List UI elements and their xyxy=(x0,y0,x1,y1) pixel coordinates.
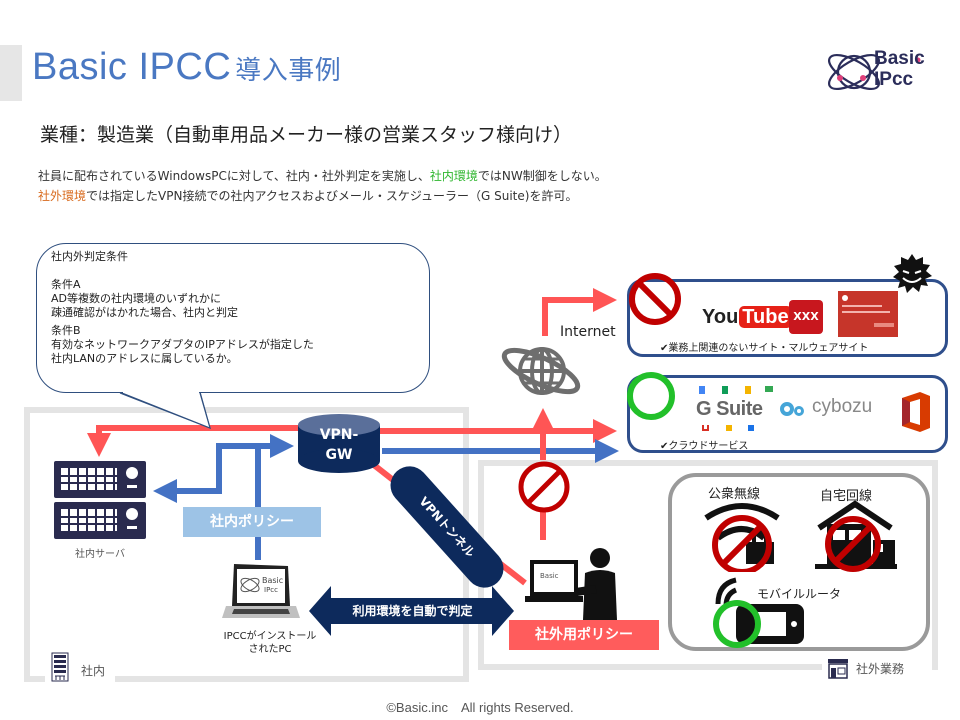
title-main: Basic IPCC xyxy=(32,46,232,88)
mobile-router-icon xyxy=(713,577,804,648)
building-icon xyxy=(51,652,69,682)
auto-detect-label: 利用環境を自動で判定 xyxy=(352,604,473,618)
allowed-services-panel: G Suite cybozu ✔クラウドサービス xyxy=(627,375,948,453)
external-zone-label: 社外業務 xyxy=(822,655,932,681)
allowed-caption: ✔クラウドサービス xyxy=(660,441,749,452)
malware-virus-icon xyxy=(893,254,932,293)
red-line-internet-blocked xyxy=(542,288,617,336)
external-policy-badge: 社外用ポリシー xyxy=(509,620,659,650)
svg-text:Basic: Basic xyxy=(262,576,283,585)
block-sign-icon xyxy=(518,461,570,513)
svg-text:IPcc: IPcc xyxy=(264,586,278,594)
vpn-gw-label: VPN-GW xyxy=(319,427,359,463)
pc-label: IPCCがインストールされたPC xyxy=(223,631,317,655)
title-sub: 導入事例 xyxy=(235,56,342,86)
speech-tail-overlay xyxy=(121,391,211,430)
gsuite-logo: G Suite xyxy=(696,398,763,420)
svg-text:Basic: Basic xyxy=(540,572,559,580)
cybozu-mark-icon xyxy=(780,398,812,418)
conditions-title: 社内外判定条件 xyxy=(51,250,128,263)
gsuite-app-icons-bottom xyxy=(698,425,776,433)
office-logo-icon xyxy=(902,392,930,432)
allow-circle-icon xyxy=(627,372,675,420)
blue-line-server xyxy=(172,434,294,494)
title-accent-bar xyxy=(0,45,22,101)
shop-icon xyxy=(828,659,848,679)
gsuite-app-icons xyxy=(695,386,773,396)
auto-detect-arrow xyxy=(309,586,514,636)
malware-warning-thumbnail xyxy=(838,291,898,337)
footer-copyright: ©Basic.inc All rights Reserved. xyxy=(386,700,574,715)
laptop-pc-icon: Basic IPcc xyxy=(222,564,300,618)
external-env-highlight: 社外環境 xyxy=(38,189,87,203)
public-wifi-icon xyxy=(704,503,780,572)
block-sign-icon xyxy=(629,273,681,325)
home-line-label: 自宅回線 xyxy=(820,489,873,504)
adult-site-icon: XXX xyxy=(789,300,823,334)
condition-a-label: 条件A xyxy=(51,278,81,291)
conditions-bubble: 社内外判定条件 条件A AD等複数の社内環境のいずれかに 疎通確認がはかれた場合… xyxy=(36,243,430,393)
internal-zone-label: 社内 xyxy=(45,652,115,682)
blocked-caption: ✔業務上関連のないサイト・マルウェアサイト xyxy=(660,343,869,354)
remote-worker-icon: Basic xyxy=(525,548,617,620)
vpn-gateway-icon xyxy=(298,414,380,473)
description: 社員に配布されているWindowsPCに対して、社内・社外判定を実施し、社内環境… xyxy=(38,169,607,203)
logo-atom-icon xyxy=(828,53,921,91)
internal-policy-badge: 社内ポリシー xyxy=(183,507,321,537)
globe-icon xyxy=(501,347,581,395)
industry-heading: 業種：製造業（自動車用品メーカー様の営業スタッフ様向け） xyxy=(40,124,573,146)
internal-server-label: 社内サーバ xyxy=(75,549,125,560)
internal-server-icon xyxy=(54,461,146,539)
internet-label: Internet xyxy=(560,324,616,340)
red-line-to-server xyxy=(87,425,300,457)
home-line-icon xyxy=(815,500,897,572)
cybozu-logo: cybozu xyxy=(812,396,873,417)
public-wifi-label: 公衆無線 xyxy=(708,487,761,502)
mobile-router-label: モバイルルータ xyxy=(757,587,842,601)
condition-b-label: 条件B xyxy=(51,324,81,337)
internal-env-highlight: 社内環境 xyxy=(429,169,478,183)
